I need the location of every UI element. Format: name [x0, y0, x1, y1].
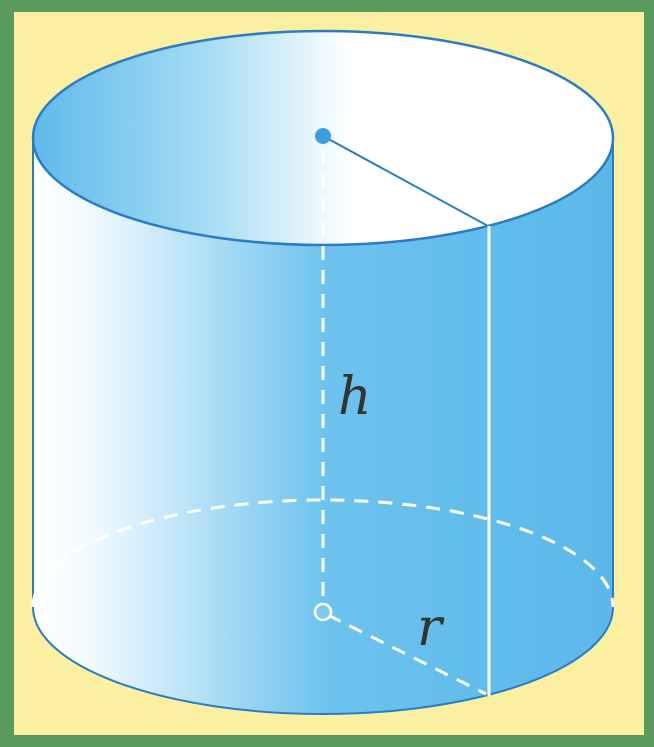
radius-label: r [417, 598, 445, 658]
top-radius-line [322, 135, 489, 227]
bottom-center-point [313, 602, 333, 622]
top-center-point [315, 128, 331, 144]
bottom-radius-line [327, 613, 487, 696]
height-label: h [338, 367, 372, 427]
